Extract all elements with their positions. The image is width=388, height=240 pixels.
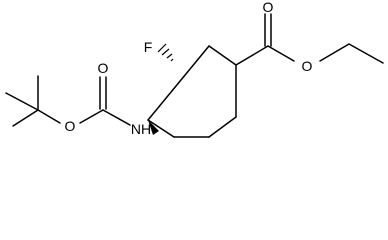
fluorine-substituent: F <box>144 39 174 62</box>
ester-carbonyl-oxygen-label: O <box>263 0 274 15</box>
carbamate-ester-oxygen-label: O <box>65 118 76 134</box>
ester-ether-oxygen-label: O <box>302 58 313 74</box>
hashed-bond-fluorine <box>157 43 174 62</box>
wedge-bond-nh <box>148 120 159 135</box>
ring-bond-c3-c4 <box>208 116 237 138</box>
ester-bond-ch2-ch3 <box>348 43 384 64</box>
carbamate-bond-oxygen-tbu <box>37 109 61 124</box>
tbu-bond-methyl-bottom <box>12 109 39 127</box>
ethyl-ester-group: O O <box>235 0 384 74</box>
ester-bond-oxygen-ch2 <box>319 43 350 62</box>
nh-substituent: NH <box>131 120 159 137</box>
chemical-structure: O O F NH O O <box>5 0 384 138</box>
tert-butyl-group <box>5 75 39 127</box>
carbamate-bond-carbonyl-oxygen <box>79 109 104 124</box>
fluorine-label: F <box>144 39 153 55</box>
ester-bond-ring-carbonyl <box>235 45 269 66</box>
cyclohexane-ring <box>147 45 237 138</box>
ring-bond-c6-c1 <box>147 45 210 121</box>
nitrogen-hydrogen-label: NH <box>131 121 151 137</box>
tbu-bond-methyl-left <box>5 92 39 111</box>
carbamate-carbonyl-oxygen-label: O <box>98 60 109 76</box>
carbamate-bond-n-carbonyl <box>102 109 131 126</box>
ring-bond-c5-c6 <box>208 45 237 66</box>
ring-bond-c1-c2 <box>147 119 175 138</box>
ester-bond-carbonyl-oxygen <box>267 45 295 62</box>
boc-carbamate-group: O O <box>37 60 131 134</box>
